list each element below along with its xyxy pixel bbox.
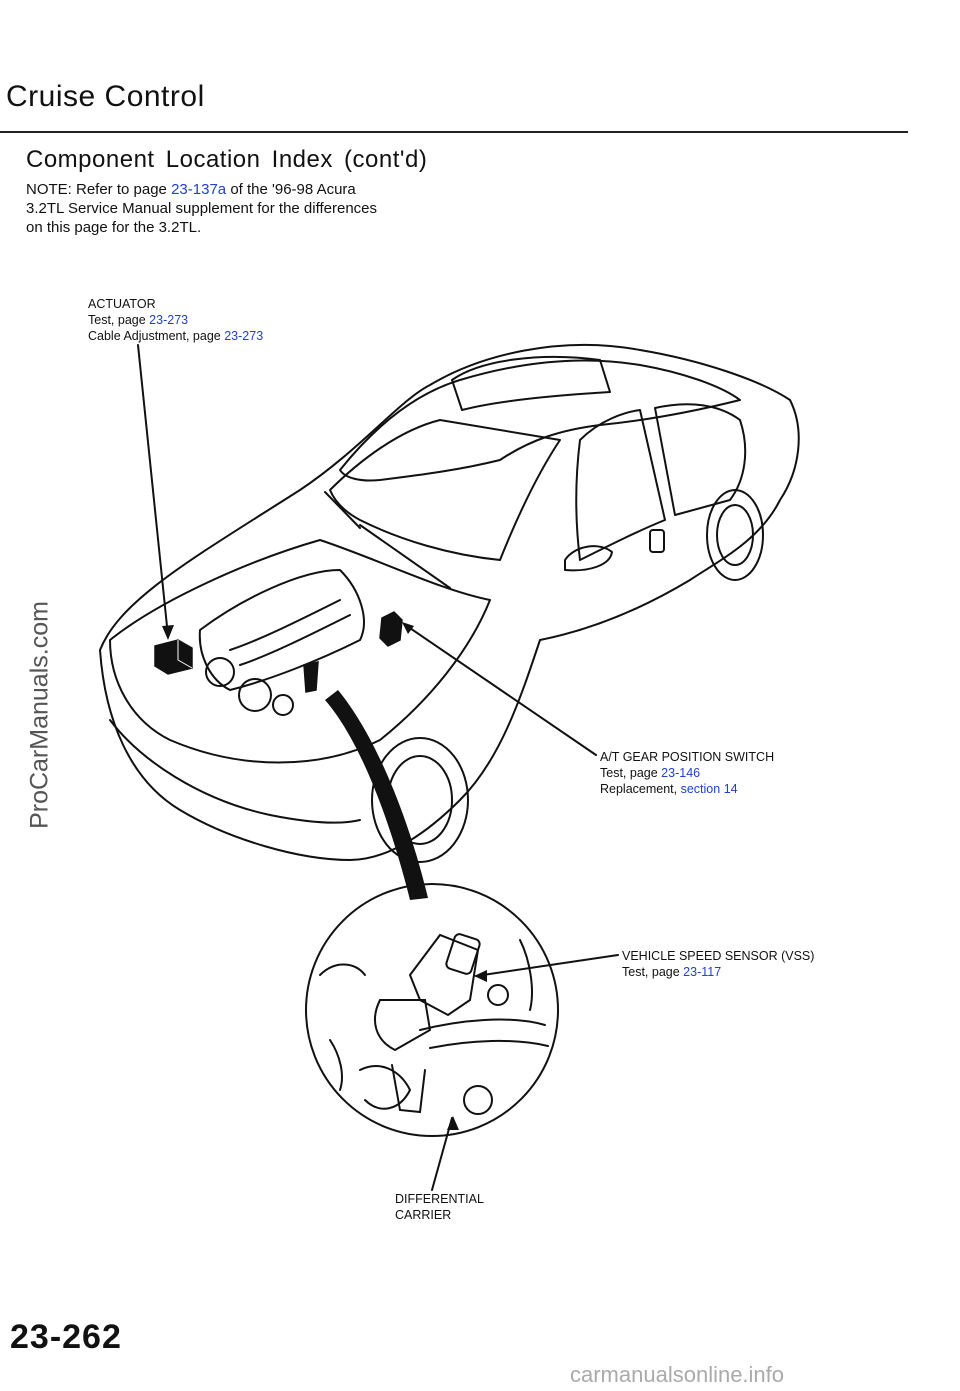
- gear-switch-test-link[interactable]: 23-146: [661, 766, 701, 780]
- car-body-outline: [99, 343, 800, 861]
- actuator-test-link[interactable]: 23-273: [149, 313, 189, 327]
- page-number: 23-262: [10, 1318, 122, 1356]
- diff-carrier-callout: DIFFERENTIAL CARRIER: [395, 1191, 484, 1223]
- vss-test-text: Test, page: [622, 965, 680, 979]
- car-side-window-rear: [654, 403, 747, 516]
- car-side-window-front: [575, 409, 666, 561]
- diff-carrier-line2: CARRIER: [395, 1208, 452, 1222]
- detail-circle: [305, 883, 559, 1137]
- note-prefix: NOTE: Refer to page: [26, 181, 167, 198]
- actuator-leader: [137, 344, 169, 637]
- footer-watermark: carmanualsonline.info: [570, 1362, 785, 1387]
- actuator-cable-text: Cable Adjustment, page: [88, 329, 221, 343]
- vss-leader: [475, 954, 619, 977]
- note-middle: of the '96-98 Acura: [230, 181, 356, 198]
- car-windshield: [329, 419, 561, 561]
- engine-intake: [198, 569, 365, 691]
- car-sunroof: [451, 355, 611, 411]
- gear-switch-repl-link[interactable]: section 14: [680, 782, 738, 796]
- gear-switch-repl-text: Replacement,: [600, 782, 678, 796]
- page-title: Cruise Control: [6, 80, 205, 113]
- gear-switch-label: A/T GEAR POSITION SWITCH: [600, 750, 775, 764]
- note-paragraph: NOTE: Refer to page 23-137a of the '96-9…: [26, 180, 446, 237]
- actuator-cable-link[interactable]: 23-273: [224, 329, 264, 343]
- car-rear-wheel: [706, 489, 764, 581]
- gear-switch-leader: [403, 623, 597, 756]
- side-watermark: ProCarManuals.com: [20, 0, 60, 1391]
- gear-switch-part: [379, 611, 403, 647]
- vss-test-link[interactable]: 23-117: [683, 965, 722, 979]
- side-watermark-text: ProCarManuals.com: [25, 601, 54, 829]
- gear-switch-callout: A/T GEAR POSITION SWITCH Test, page 23-1…: [600, 749, 774, 797]
- title-rule: [0, 131, 908, 133]
- actuator-label: ACTUATOR: [88, 297, 156, 311]
- note-line2: 3.2TL Service Manual supplement for the …: [26, 200, 378, 217]
- note-page-link[interactable]: 23-137a: [171, 181, 227, 198]
- car-hood-edge: [109, 539, 491, 764]
- car-side-mirror: [564, 545, 613, 572]
- actuator-box: [154, 639, 193, 675]
- section-subtitle: Component Location Index (cont'd): [26, 146, 428, 173]
- gear-switch-test-text: Test, page: [600, 766, 658, 780]
- vss-callout: VEHICLE SPEED SENSOR (VSS) Test, page 23…: [622, 948, 814, 980]
- vss-label: VEHICLE SPEED SENSOR (VSS): [622, 949, 815, 963]
- actuator-callout: ACTUATOR Test, page 23-273 Cable Adjustm…: [88, 296, 263, 344]
- detail-pointer: [325, 690, 428, 900]
- car-roof: [339, 359, 741, 482]
- car-front-bumper: [109, 719, 361, 824]
- vss-sensor-body: [408, 933, 480, 1017]
- diff-carrier-line1: DIFFERENTIAL: [395, 1192, 484, 1206]
- actuator-test-text: Test, page: [88, 313, 146, 327]
- note-line3: on this page for the 3.2TL.: [26, 219, 202, 236]
- car-front-wheel: [371, 737, 469, 863]
